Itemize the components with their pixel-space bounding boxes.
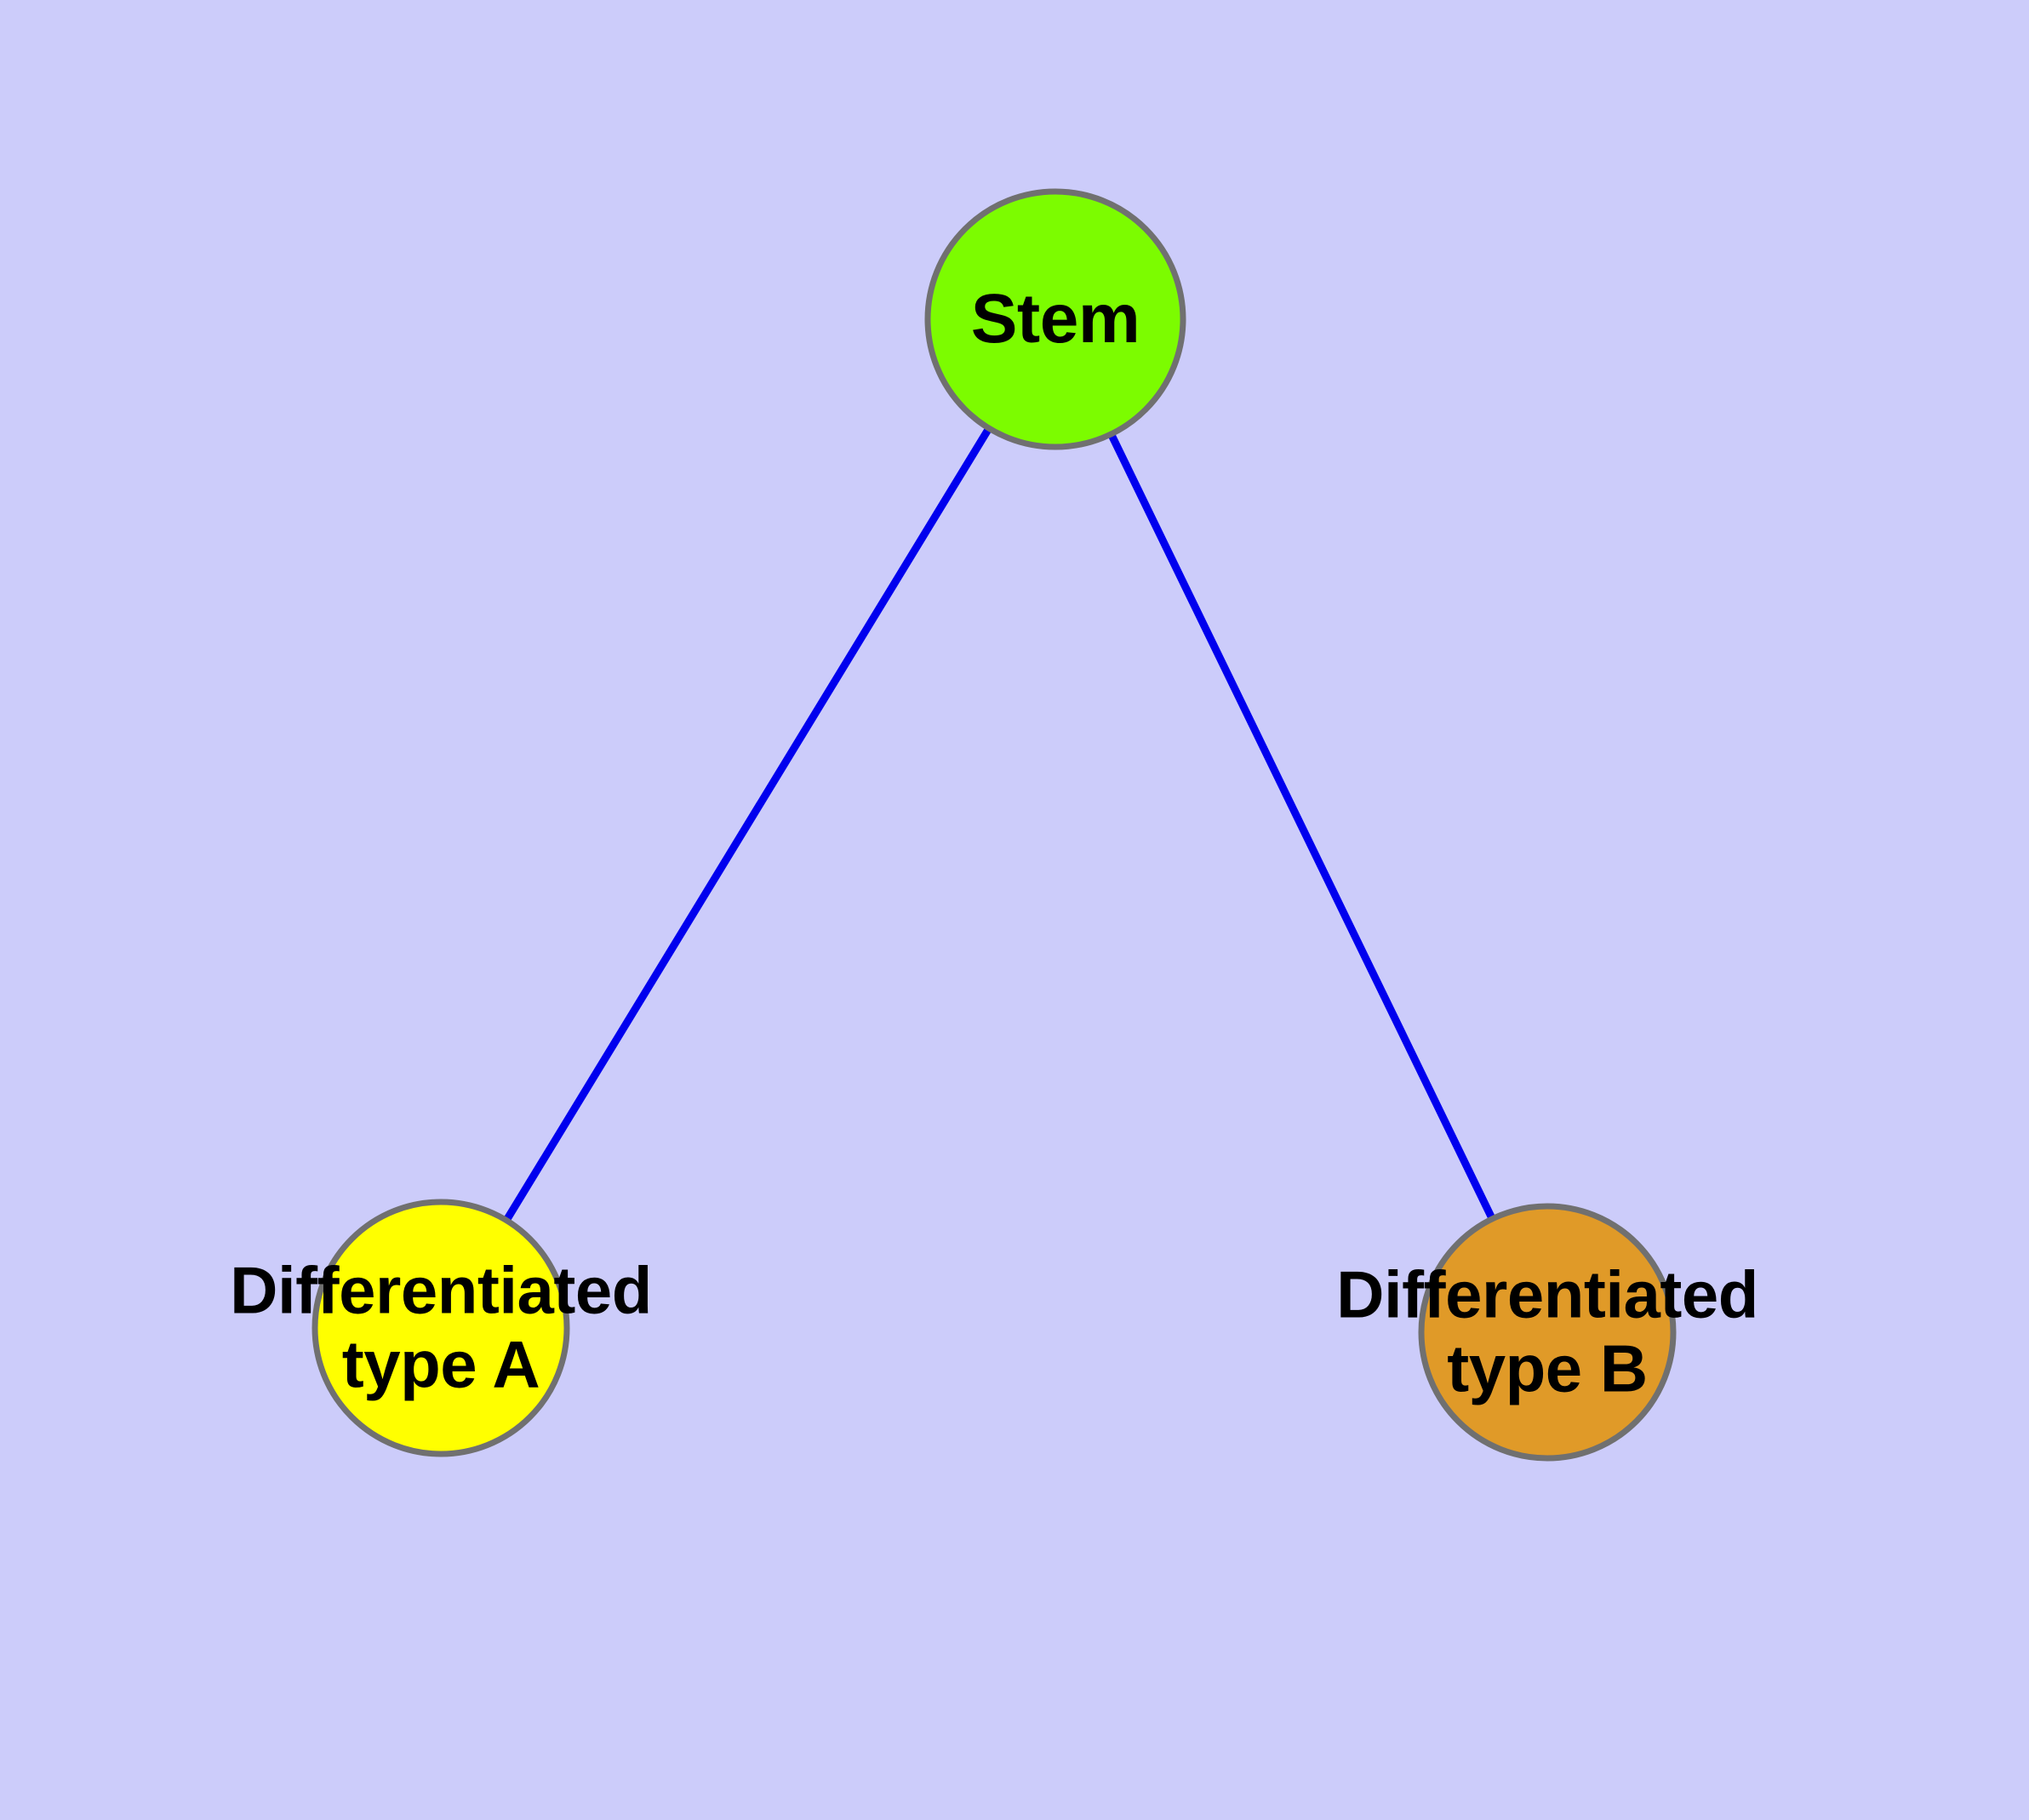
node-diff-b[interactable] <box>1418 1203 1677 1462</box>
edge-stem-diff-b[interactable] <box>1108 433 1495 1220</box>
node-stem[interactable] <box>924 188 1186 450</box>
edge-stem-diff-a[interactable] <box>504 427 992 1222</box>
edge-layer <box>504 427 1495 1222</box>
node-layer <box>311 188 1677 1462</box>
node-diff-a[interactable] <box>311 1199 570 1457</box>
